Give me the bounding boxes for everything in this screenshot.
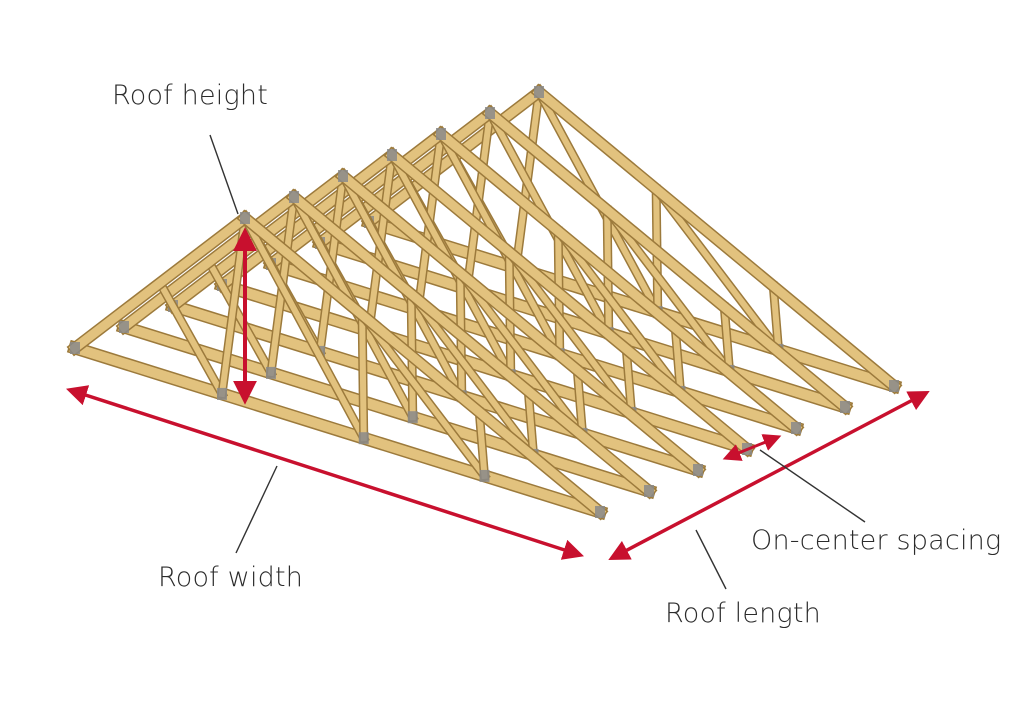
roof-length-label: Roof length [665, 598, 821, 629]
truss-1-web-1 [155, 278, 227, 399]
truss-4-web-5 [504, 247, 636, 418]
truss-6-web-6 [721, 303, 733, 375]
roof-width-label: Roof width [158, 562, 304, 593]
on-center-spacing-leader [759, 449, 866, 523]
truss-1-web-4 [359, 311, 367, 442]
truss-group [66, 83, 903, 521]
truss-7-plate-heel-right [889, 380, 899, 392]
on-center-spacing-label: On-center spacing [751, 525, 1002, 556]
truss-2-top-chord-right [287, 190, 656, 498]
truss-3-plate-heel-right [693, 464, 703, 476]
roof-height-leader [209, 134, 239, 215]
truss-6-web-5 [602, 205, 734, 376]
roof-length-leader [695, 529, 727, 590]
on-center-spacing-arrow [722, 434, 782, 461]
truss-4-top-chord-right [385, 148, 754, 456]
truss-5-plate-apex [436, 128, 446, 140]
truss-6-top-chord-right [483, 106, 852, 414]
truss-7-plate-apex [534, 86, 544, 98]
truss-5-web-5 [553, 226, 685, 397]
truss-5-plate-heel-right [791, 422, 801, 434]
truss-5-top-chord-right [434, 127, 803, 435]
truss-2-plate-heel-right [644, 485, 654, 497]
truss-5-web-6 [672, 324, 684, 396]
truss-6-bottom-chord [313, 236, 852, 414]
truss-7-bottom-chord [362, 215, 901, 393]
truss-7-web-5 [651, 184, 783, 355]
roof-height-label: Roof height [112, 80, 268, 111]
truss-1-plate-heel-left [70, 342, 80, 354]
truss-3-plate-apex [338, 170, 348, 182]
truss-1-top-chord-left [68, 211, 252, 355]
truss-6-plate-apex [485, 107, 495, 119]
truss-2-plate-b1 [266, 366, 276, 379]
truss-1-plate-b3 [479, 469, 490, 482]
truss-4-plate-apex [387, 149, 397, 161]
truss-1-plate-b1 [217, 387, 227, 400]
truss-2-plate-heel-left [119, 321, 129, 333]
truss-1-plate-heel-right [595, 506, 605, 518]
truss-7-web-6 [770, 282, 782, 354]
truss-6-plate-heel-right [840, 401, 850, 413]
roof-width-arrow [66, 385, 584, 560]
truss-2-plate-apex [289, 191, 299, 203]
truss-1-plate-apex [240, 212, 250, 224]
truss-2-top-chord-left [117, 190, 301, 334]
truss-1-plate-b2 [358, 432, 369, 445]
roof-length-arrow [608, 391, 930, 560]
roof-width-leader [235, 465, 278, 554]
truss-7-top-chord-right [532, 85, 901, 393]
truss-2-plate-b2 [407, 411, 418, 424]
